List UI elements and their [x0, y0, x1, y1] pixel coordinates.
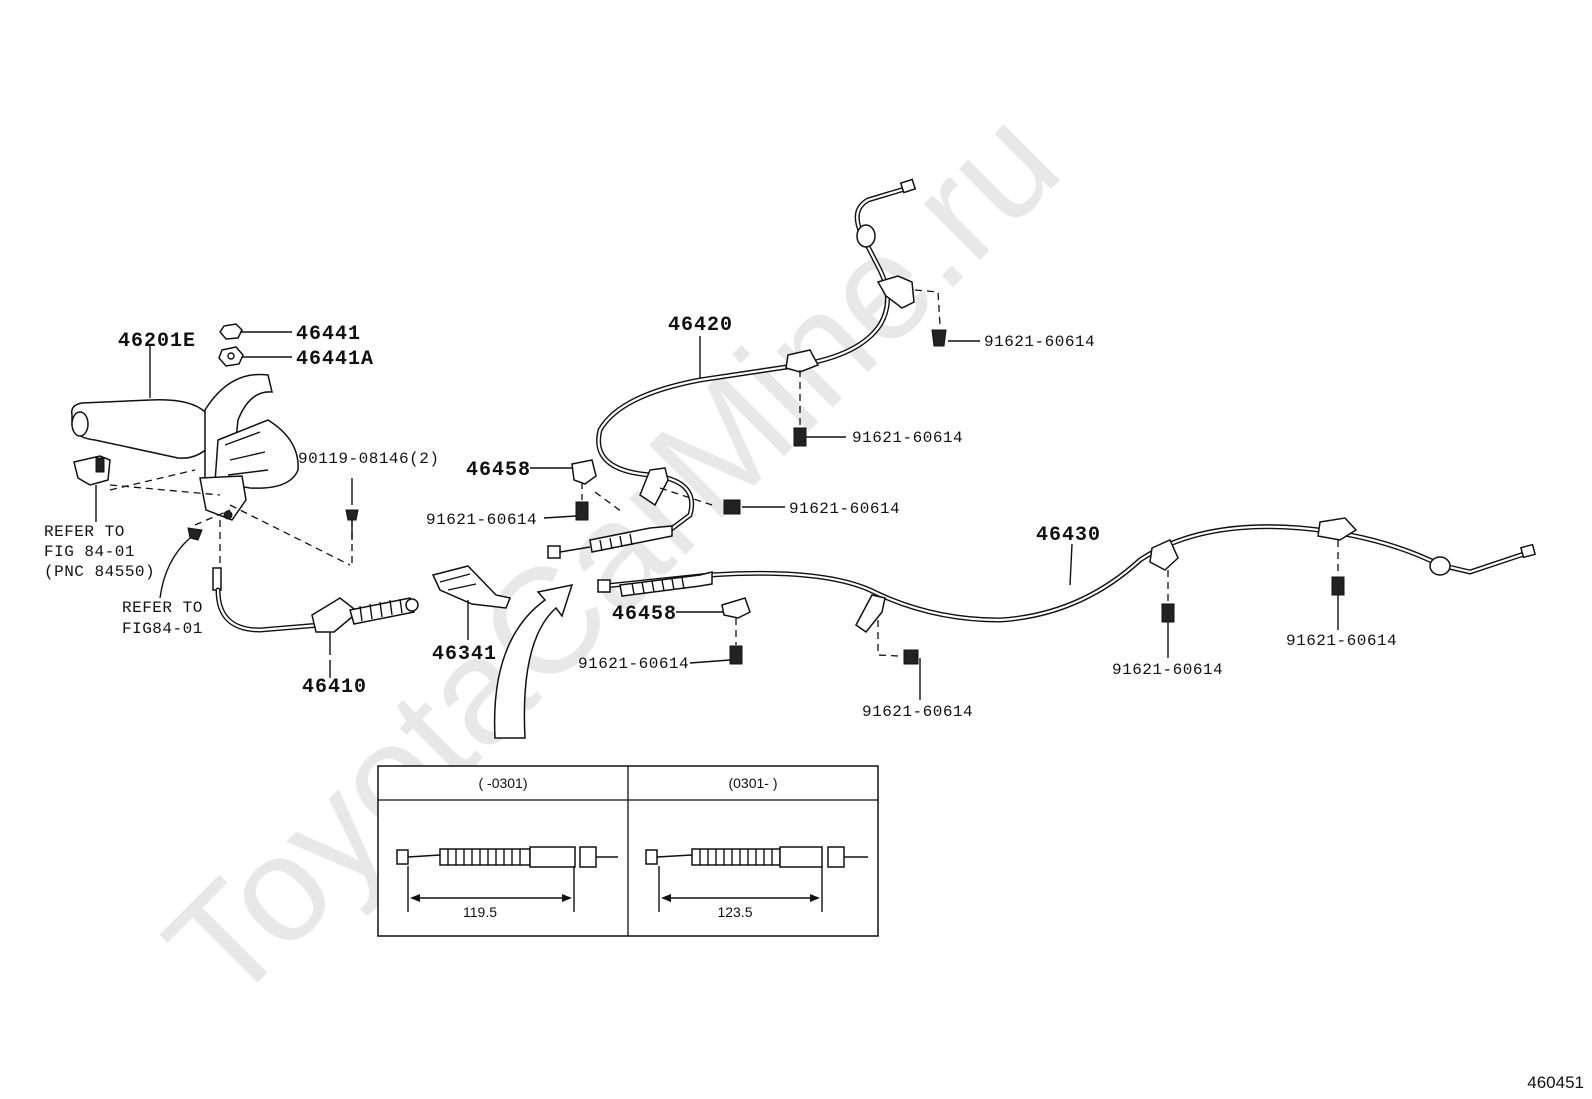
label-46458-lower: 46458 [612, 603, 677, 626]
leader-lines [95, 331, 1339, 700]
label-46341: 46341 [432, 643, 497, 666]
label-bolt-mid: 91621-60614 [852, 429, 963, 447]
label-refer1-line2: FIG 84-01 [44, 543, 135, 561]
inset-right-cable [645, 846, 868, 912]
rear-cable-46420 [547, 178, 947, 559]
nut-46441A [218, 346, 244, 367]
parking-brake-lever-assembly [70, 323, 359, 568]
inset-left-dimension: 119.5 [463, 904, 497, 920]
label-bolt-46420-lower: 91621-60614 [789, 500, 900, 518]
label-refer2-line1: REFER TO [122, 599, 203, 617]
nut-46441 [219, 323, 243, 340]
equalizer-46341 [431, 565, 512, 640]
label-bolt-46430-mid: 91621-60614 [1112, 661, 1223, 679]
label-bolt-top-right: 91621-60614 [984, 333, 1095, 351]
label-46441A: 46441A [296, 348, 374, 371]
inset-right-header: (0301- ) [728, 775, 777, 791]
front-cable-46410 [212, 567, 419, 655]
figure-code: 460451 [1527, 1073, 1584, 1092]
label-46430: 46430 [1036, 524, 1101, 547]
label-bolt-46430-rear: 91621-60614 [1286, 632, 1397, 650]
label-bolt-46430-front: 91621-60614 [862, 703, 973, 721]
label-refer2-line2: FIG84-01 [122, 620, 203, 638]
label-bolt-upper-clip: 91621-60614 [426, 511, 537, 529]
label-46410: 46410 [302, 676, 367, 699]
label-46441: 46441 [296, 323, 361, 346]
cable-length-inset: ( -0301) (0301- ) 119.5 [377, 765, 879, 937]
label-refer1-line3: (PNC 84550) [44, 563, 155, 581]
label-46420: 46420 [668, 314, 733, 337]
inset-right-dimension: 123.5 [717, 904, 752, 920]
label-refer1-line1: REFER TO [44, 523, 125, 541]
label-46458-upper: 46458 [466, 459, 531, 482]
label-90119-08146: 90119-08146(2) [298, 450, 439, 468]
rear-cable-46430 [597, 517, 1537, 665]
label-bolt-lower-clip: 91621-60614 [578, 655, 689, 673]
part-labels: 46201E 46441 46441A 90119-08146(2) REFER… [44, 314, 1397, 721]
inset-left-header: ( -0301) [478, 775, 527, 791]
label-46201E: 46201E [118, 330, 196, 353]
inset-left-cable [396, 846, 618, 912]
direction-arrow [493, 584, 574, 739]
